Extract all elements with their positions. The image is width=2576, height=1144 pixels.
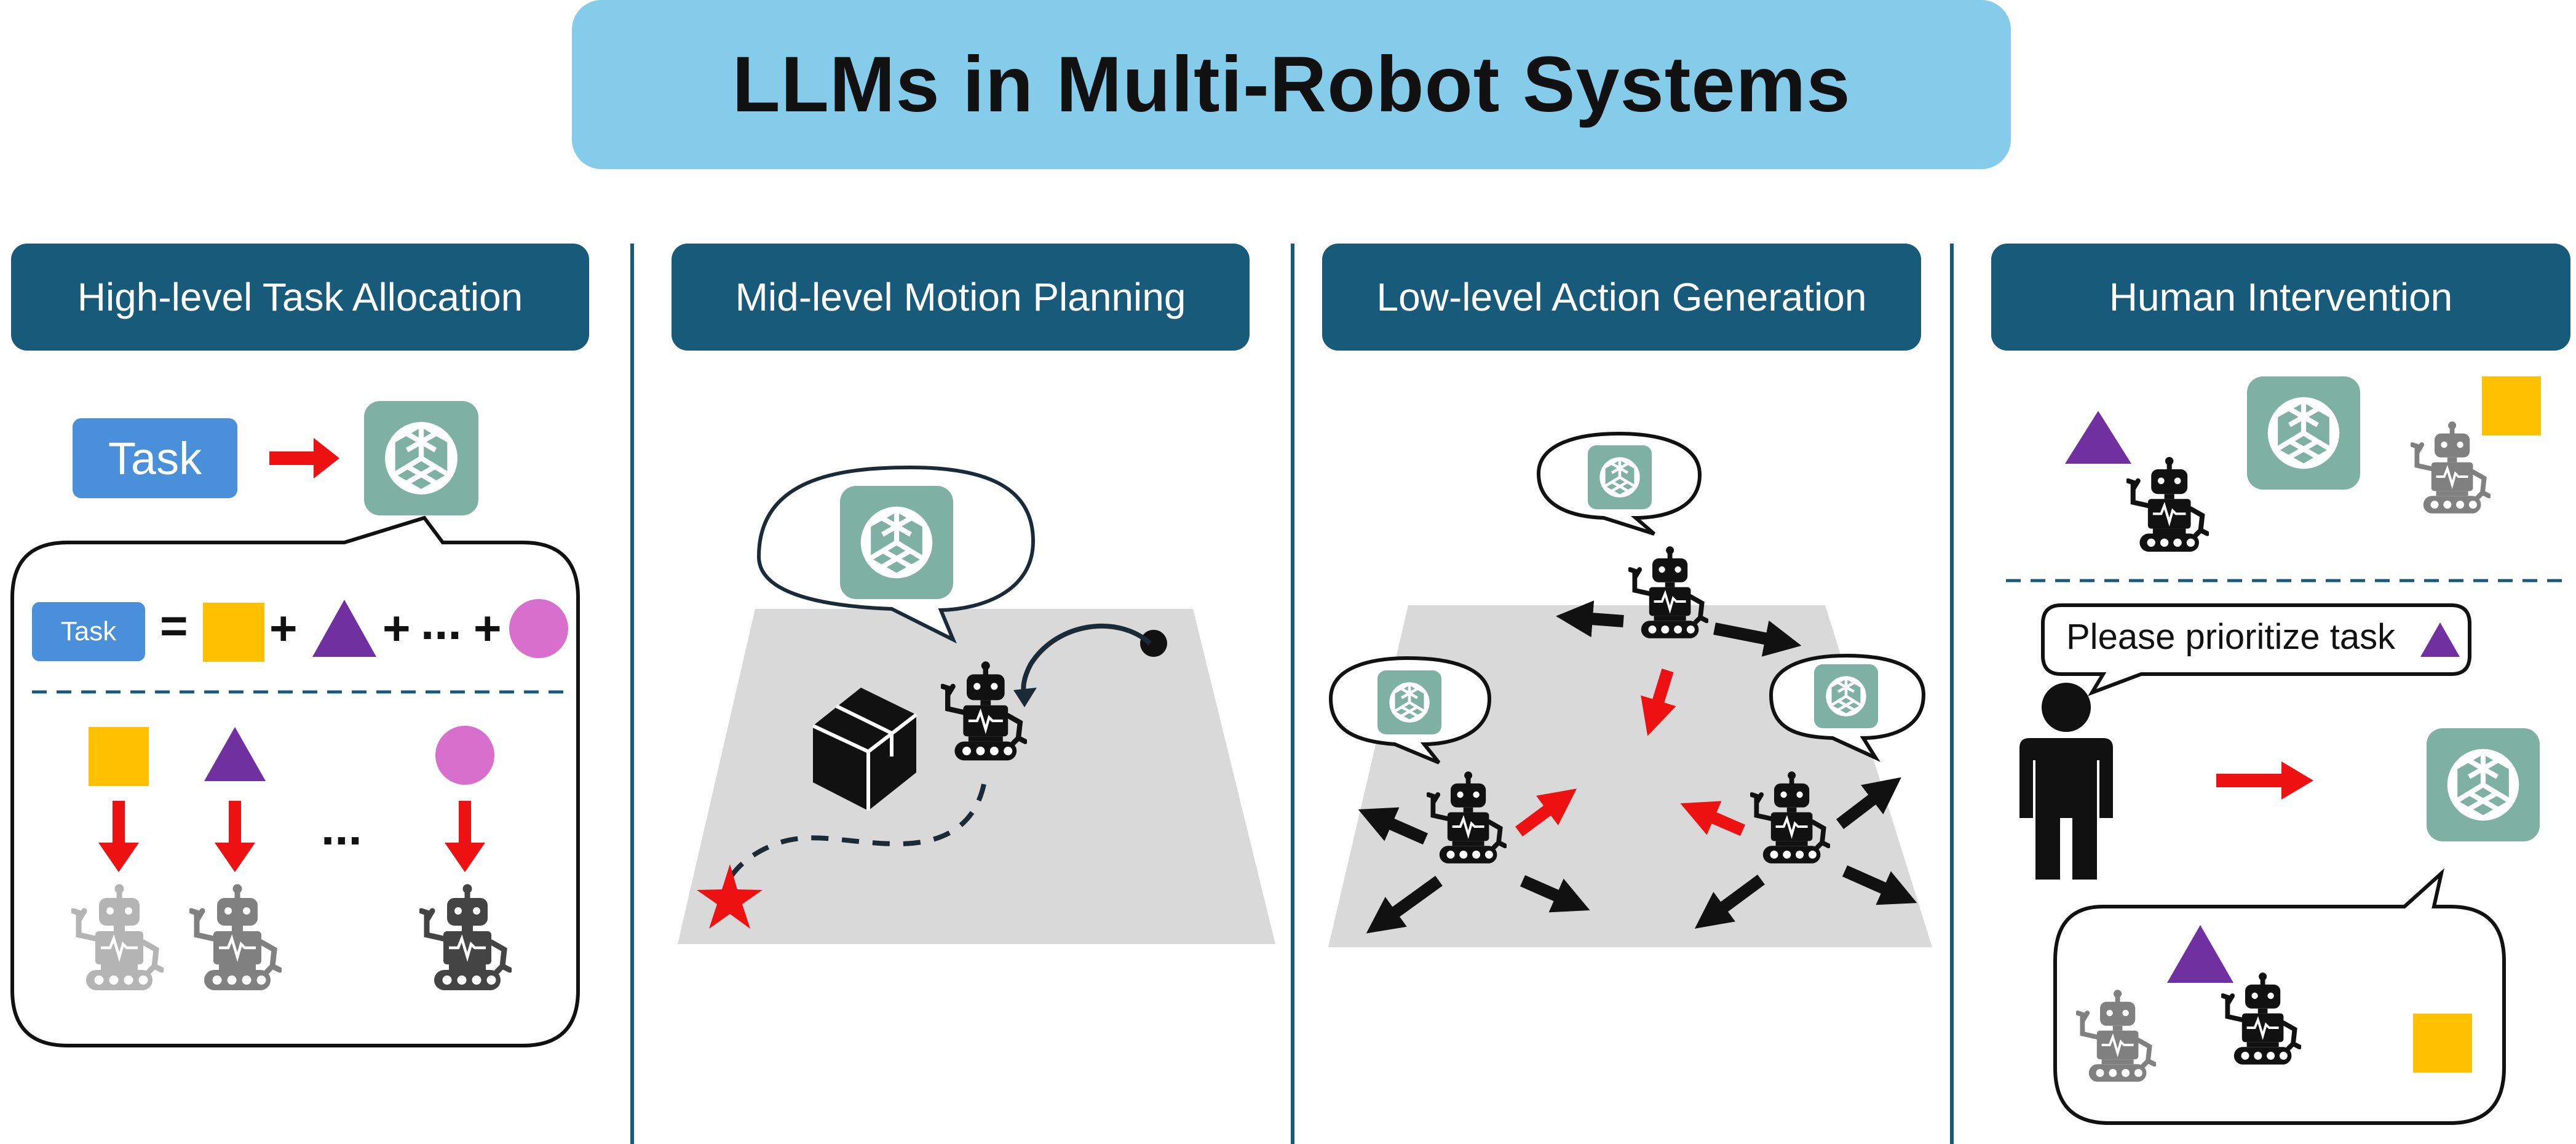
llm-icon-action-right	[1814, 664, 1878, 728]
task-small-label-box: Task	[32, 602, 145, 661]
human-speech-text: Please prioritize task	[2066, 617, 2396, 657]
human-to-llm-arrow	[2216, 761, 2313, 800]
llm-icon-human-bottom	[2427, 728, 2540, 841]
header-motion-planning: Mid-level Motion Planning	[672, 244, 1250, 351]
trajectory-dashed	[723, 784, 986, 887]
ground-plane-motion	[678, 609, 1275, 944]
allocation-arrows	[98, 801, 485, 872]
circle-icon	[435, 726, 494, 785]
allocation-speech-bubble	[10, 515, 580, 1047]
triangle-icon	[312, 600, 376, 657]
plus-sign: +	[474, 601, 502, 655]
robot-icon-human-top-right	[2412, 421, 2489, 514]
triangle-icon	[2167, 925, 2233, 983]
ellipsis-inline: ...	[421, 595, 462, 649]
triangle-icon	[204, 727, 266, 781]
task-label-box: Task	[73, 418, 237, 498]
person-icon	[2019, 683, 2113, 880]
llm-icon-action-top	[1588, 445, 1652, 509]
square-icon	[89, 727, 149, 786]
triangle-icon	[2065, 411, 2131, 464]
planned-path-arrowhead	[1013, 688, 1037, 707]
equals-sign: =	[160, 598, 188, 653]
robot-icon-human-top-left	[2128, 457, 2208, 552]
movement-arrows	[1358, 600, 1917, 934]
square-icon	[203, 603, 264, 662]
coordination-arrows	[1515, 669, 1745, 837]
goal-dot	[1140, 630, 1167, 657]
page-title: LLMs in Multi-Robot Systems	[732, 41, 1851, 129]
human-speech-bubble	[2041, 603, 2471, 696]
star-icon	[697, 864, 763, 929]
llm-icon-action-left	[1377, 670, 1441, 734]
task-to-llm-arrow	[269, 438, 339, 479]
circle-icon	[509, 599, 568, 658]
plus-sign: +	[269, 601, 298, 655]
square-icon	[2413, 1014, 2472, 1073]
planned-path-arrow	[1021, 624, 1152, 699]
llm-icon-human-top	[2247, 376, 2360, 490]
square-icon	[2482, 376, 2541, 435]
header-action-generation: Low-level Action Generation	[1322, 244, 1921, 351]
box-icon	[812, 688, 917, 811]
plus-sign: +	[382, 601, 411, 655]
llm-icon-allocation	[364, 401, 478, 515]
header-human-intervention: Human Intervention	[1991, 244, 2570, 351]
title-banner	[572, 0, 2011, 169]
triangle-icon	[2420, 622, 2460, 657]
ellipsis-row: ...	[321, 800, 362, 855]
header-task-allocation: High-level Task Allocation	[11, 244, 589, 351]
llm-icon-motion	[840, 486, 953, 599]
